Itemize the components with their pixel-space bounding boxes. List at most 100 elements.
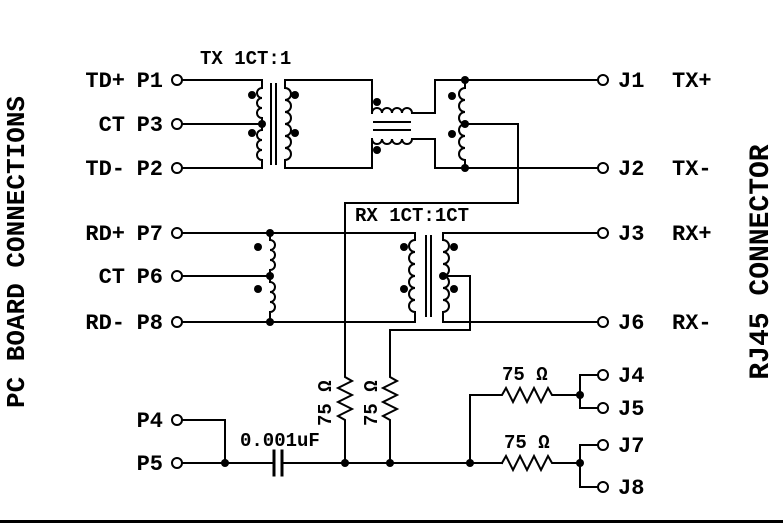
polarity-dot bbox=[373, 98, 381, 106]
terminal-circle bbox=[597, 369, 609, 381]
terminal-circle bbox=[597, 402, 609, 414]
left-pin-p8: RD- P8 bbox=[85, 311, 183, 336]
junction-dot bbox=[576, 459, 584, 467]
wire-p4-branch bbox=[181, 419, 226, 464]
left-pin-p1: TD+ P1 bbox=[85, 69, 183, 94]
resistor-label: 75 Ω bbox=[502, 364, 548, 386]
polarity-dot bbox=[450, 285, 458, 293]
junction-dot bbox=[386, 459, 394, 467]
pin-signal-label: RD+ bbox=[85, 222, 125, 247]
pin-name-label: J4 bbox=[618, 364, 644, 389]
pin-signal-label: TX- bbox=[672, 157, 712, 182]
terminal-circle bbox=[171, 118, 183, 130]
pin-name-label: P4 bbox=[137, 409, 163, 434]
pin-name-label: P5 bbox=[137, 452, 163, 477]
choke-core bbox=[373, 121, 411, 131]
junction-dot bbox=[258, 120, 266, 128]
wire-to-j1 bbox=[411, 79, 599, 114]
choke-bottom-winding bbox=[370, 137, 414, 145]
rx-transformer: RX 1CT:1CT bbox=[355, 205, 469, 323]
polarity-dot bbox=[291, 129, 299, 137]
junction-dot bbox=[266, 272, 274, 280]
right-pin-j5: J5 bbox=[597, 397, 644, 422]
junction-dot bbox=[576, 391, 584, 399]
polarity-dot bbox=[254, 243, 262, 251]
capacitor: 0.001uF bbox=[240, 430, 320, 477]
junction-dot bbox=[266, 229, 274, 237]
resistor-tx-termination: 75 Ω bbox=[315, 369, 355, 464]
terminal-circle bbox=[597, 481, 609, 493]
pin-signal-label: TD- bbox=[85, 157, 125, 182]
tx-secondary-winding bbox=[284, 79, 292, 169]
wire-j7-j8 bbox=[579, 444, 599, 488]
terminal-circle bbox=[171, 457, 183, 469]
polarity-dot bbox=[254, 285, 262, 293]
left-pin-p5: P5 bbox=[137, 452, 183, 477]
right-pin-j8: J8 bbox=[597, 476, 644, 501]
terminal-circle bbox=[597, 162, 609, 174]
resistor-zigzag bbox=[380, 369, 400, 464]
terminal-circle bbox=[597, 227, 609, 239]
left-pin-p2: TD- P2 bbox=[85, 157, 183, 182]
resistor-label: 75 Ω bbox=[504, 432, 550, 454]
wire-rx-ct-termination bbox=[389, 275, 471, 371]
resistor-label: 75 Ω bbox=[315, 380, 337, 426]
pin-name-label: J3 bbox=[618, 222, 644, 247]
pin-name-label: P2 bbox=[137, 157, 163, 182]
pin-name-label: P8 bbox=[137, 311, 163, 336]
junction-dot bbox=[221, 459, 229, 467]
left-pins: TD+ P1 CT P3 TD- P2 RD+ P7 CT P6 RD- P8 bbox=[85, 69, 183, 477]
pin-name-label: J2 bbox=[618, 157, 644, 182]
pin-signal-label: RX+ bbox=[672, 222, 712, 247]
polarity-dot bbox=[448, 130, 456, 138]
terminal-circle bbox=[597, 316, 609, 328]
resistor-j4-j5: 75 Ω bbox=[469, 364, 581, 464]
rx-core bbox=[425, 235, 432, 317]
right-pin-j1: J1 TX+ bbox=[597, 69, 712, 94]
left-pin-p4: P4 bbox=[137, 409, 183, 434]
left-side-header: PC BOARD CONNECTIONS bbox=[2, 96, 32, 408]
right-side-header: RJ45 CONNECTOR bbox=[746, 144, 777, 379]
pin-name-label: P6 bbox=[137, 265, 163, 290]
terminal-circle bbox=[597, 74, 609, 86]
junction-dot bbox=[341, 459, 349, 467]
polarity-dot bbox=[248, 91, 256, 99]
terminal-circle bbox=[171, 316, 183, 328]
terminal-circle bbox=[171, 227, 183, 239]
resistor-label: 75 Ω bbox=[361, 380, 383, 426]
junction-dot bbox=[461, 164, 469, 172]
terminal-circle bbox=[171, 74, 183, 86]
bottom-border-line bbox=[0, 520, 783, 523]
pin-name-label: P7 bbox=[137, 222, 163, 247]
wire-tx-sec-top bbox=[284, 79, 373, 114]
rx-transformer-label: RX 1CT:1CT bbox=[355, 205, 469, 227]
pin-signal-label: TX+ bbox=[672, 69, 712, 94]
right-pin-j4: J4 bbox=[597, 364, 644, 389]
pin-name-label: P1 bbox=[137, 69, 163, 94]
wire-j4-j5 bbox=[579, 374, 599, 409]
pin-signal-label: RX- bbox=[672, 311, 712, 336]
polarity-dot bbox=[400, 243, 408, 251]
left-pin-p7: RD+ P7 bbox=[85, 222, 183, 247]
terminal-circle bbox=[171, 414, 183, 426]
junction-dots bbox=[221, 76, 584, 467]
resistor-zigzag bbox=[469, 385, 581, 464]
polarity-dot bbox=[373, 146, 381, 154]
right-pin-j6: J6 RX- bbox=[597, 311, 712, 336]
choke-top-winding bbox=[370, 107, 414, 115]
pin-name-label: P3 bbox=[137, 113, 163, 138]
wires bbox=[181, 79, 599, 488]
terminal-circle bbox=[171, 162, 183, 174]
junction-dot bbox=[461, 120, 469, 128]
polarity-dot bbox=[291, 91, 299, 99]
left-pin-p3: CT P3 bbox=[99, 113, 183, 138]
right-pin-j7: J7 bbox=[597, 434, 644, 459]
pin-signal-label: CT bbox=[99, 265, 125, 290]
polarity-dot bbox=[448, 92, 456, 100]
wire-tx-ct-termination bbox=[344, 123, 519, 371]
right-pin-j2: J2 TX- bbox=[597, 157, 712, 182]
tx-transformer: TX 1CT:1 bbox=[200, 48, 299, 169]
pin-signal-label: TD+ bbox=[85, 69, 125, 94]
junction-dot bbox=[466, 459, 474, 467]
pin-signal-label: RD- bbox=[85, 311, 125, 336]
